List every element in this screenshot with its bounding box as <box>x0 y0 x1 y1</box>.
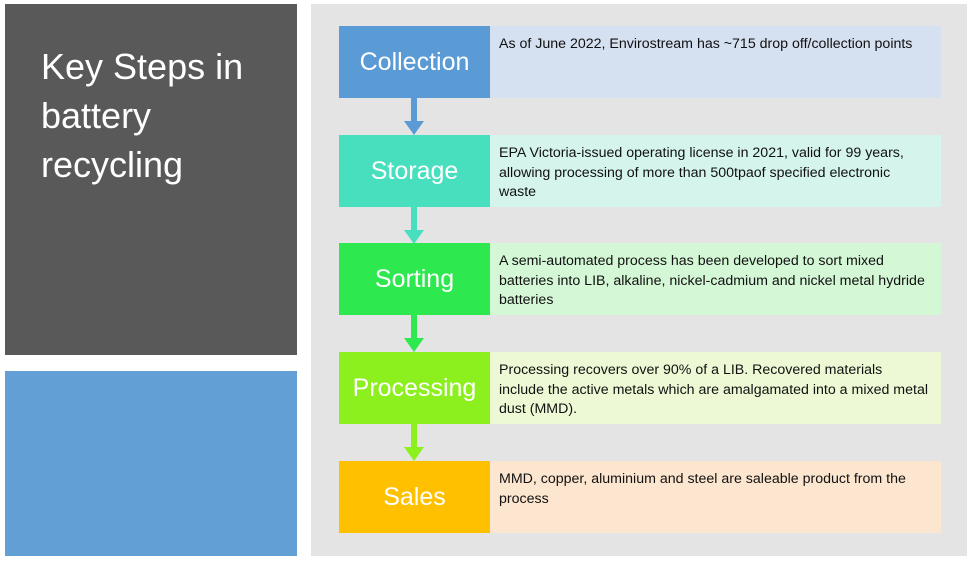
title-line-1: Key Steps in <box>41 46 244 87</box>
step-row-collection: Collection As of June 2022, Envirostream… <box>339 26 941 98</box>
arrow-down-icon <box>404 98 424 135</box>
step-row-sales: Sales MMD, copper, aluminium and steel a… <box>339 461 941 533</box>
step-label-sales: Sales <box>339 461 490 533</box>
accent-panel <box>5 371 297 556</box>
step-description-collection: As of June 2022, Envirostream has ~715 d… <box>490 26 941 98</box>
step-description-sorting: A semi-automated process has been develo… <box>490 243 941 315</box>
title-panel: Key Steps in battery recycling <box>5 4 297 355</box>
step-row-storage: Storage EPA Victoria-issued operating li… <box>339 135 941 207</box>
arrow-down-icon <box>404 424 424 461</box>
step-description-sales: MMD, copper, aluminium and steel are sal… <box>490 461 941 533</box>
step-label-collection: Collection <box>339 26 490 98</box>
step-row-processing: Processing Processing recovers over 90% … <box>339 352 941 424</box>
process-flow-panel: Collection As of June 2022, Envirostream… <box>311 4 967 556</box>
slide-title: Key Steps in battery recycling <box>41 42 281 189</box>
step-label-sorting: Sorting <box>339 243 490 315</box>
step-label-processing: Processing <box>339 352 490 424</box>
arrow-down-icon <box>404 315 424 352</box>
step-label-storage: Storage <box>339 135 490 207</box>
arrow-down-icon <box>404 207 424 244</box>
step-row-sorting: Sorting A semi-automated process has bee… <box>339 243 941 315</box>
title-line-3: recycling <box>41 144 184 185</box>
step-description-processing: Processing recovers over 90% of a LIB. R… <box>490 352 941 424</box>
step-description-storage: EPA Victoria-issued operating license in… <box>490 135 941 207</box>
title-line-2: battery <box>41 95 152 136</box>
